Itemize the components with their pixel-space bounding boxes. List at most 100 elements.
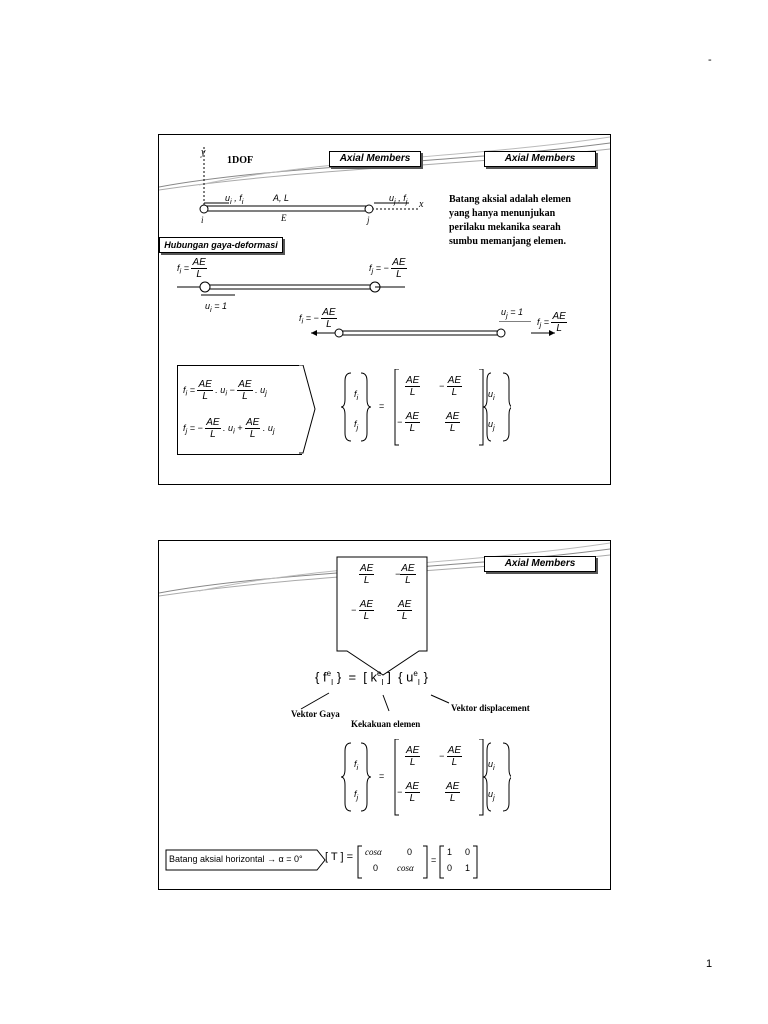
- axial-members-tag-1: Axial Members: [329, 151, 421, 167]
- matrix-brackets-2: [341, 739, 511, 816]
- label-arrows: [300, 692, 450, 712]
- node-j-label: j: [367, 215, 370, 225]
- uj-symbol: u: [389, 193, 395, 203]
- fj-eq2-symbol: f: [537, 316, 540, 327]
- modulus-label: E: [281, 213, 287, 223]
- vector-force-label: Vektor Gaya: [291, 709, 340, 719]
- r22: 1: [465, 863, 471, 873]
- element-equation: { feI } = [ keI ] { ueI }: [315, 669, 428, 687]
- l-den: L: [249, 429, 256, 440]
- ae-num: AE: [405, 745, 421, 757]
- uj-one-symbol: u: [501, 307, 507, 317]
- ae-num: AE: [445, 781, 461, 793]
- l-den: L: [409, 793, 416, 804]
- l-den: L: [409, 387, 416, 398]
- eq1-symbol: f: [183, 384, 186, 395]
- slide-1: Axial Members Axial Members y 1DOF ui , …: [158, 134, 611, 485]
- matrix2-equals: =: [379, 771, 385, 781]
- l-den: L: [409, 423, 416, 434]
- equations-box: [177, 365, 302, 455]
- r21: 0: [447, 863, 453, 873]
- t-symbol: T: [330, 851, 338, 863]
- vec-fj: fj: [354, 419, 359, 432]
- ae-num: AE: [205, 417, 221, 429]
- bar-ui-diagram: [177, 281, 405, 296]
- vec-fi: fi: [354, 389, 359, 402]
- l-den: L: [401, 611, 408, 622]
- horizontal-label: Batang aksial horizontal → α = 0°: [169, 854, 303, 864]
- ae-num: AE: [391, 257, 407, 269]
- node-i-label: i: [201, 215, 204, 225]
- ui-one-symbol: u: [205, 301, 211, 311]
- ui-fi-label: ui , fi: [225, 193, 244, 206]
- ae-num: AE: [359, 563, 375, 575]
- l-den: L: [556, 323, 562, 334]
- t22: cosα: [397, 863, 414, 873]
- axial-members-tag-2: Axial Members: [484, 151, 596, 167]
- l-den: L: [449, 793, 456, 804]
- t11: cosα: [365, 847, 382, 857]
- vec2-uj: uj: [488, 789, 495, 802]
- ae-num: AE: [404, 411, 421, 423]
- y-axis-label: y: [201, 147, 206, 158]
- l-den: L: [405, 575, 411, 586]
- beam-diagram: [199, 147, 419, 214]
- vec-uj: uj: [488, 419, 495, 432]
- stiffness-label: Kekakuan elemen: [351, 719, 421, 729]
- ae-num: AE: [404, 781, 421, 793]
- t21: 0: [373, 863, 379, 873]
- l-den: L: [242, 391, 248, 402]
- ae-num: AE: [397, 599, 413, 611]
- fi-eq2-symbol: f: [299, 312, 302, 323]
- ae-num: AE: [321, 307, 337, 319]
- ae-num: AE: [191, 257, 207, 269]
- ae-num: AE: [446, 375, 463, 387]
- bar-uj-diagram: [311, 321, 555, 338]
- l-den: L: [363, 575, 370, 586]
- vec-ui: ui: [488, 389, 495, 402]
- matrix-brackets-1: [341, 369, 511, 446]
- fj-symbol: f: [403, 193, 406, 203]
- desc-line-4: sumbu memanjang elemen.: [449, 236, 566, 247]
- desc-line-2: yang hanya menunjukan: [449, 208, 556, 219]
- page-top-mark: -: [708, 54, 712, 66]
- desc-line-1: Batang aksial adalah elemen: [449, 194, 571, 205]
- uj-fj-label: uj , fj: [389, 193, 408, 206]
- ui-equals-one: ui = 1: [205, 301, 227, 314]
- description-text: Batang aksial adalah elemen yang hanya m…: [449, 193, 571, 249]
- l-den: L: [449, 423, 456, 434]
- vec2-fj: fj: [354, 789, 359, 802]
- page-number: 1: [706, 958, 713, 970]
- l-den: L: [196, 269, 202, 280]
- fi-symbol: f: [239, 193, 242, 203]
- r12: 0: [465, 847, 471, 857]
- equations-box-arrow: [299, 365, 316, 454]
- ae-num: AE: [237, 379, 253, 391]
- l-den: L: [396, 269, 402, 280]
